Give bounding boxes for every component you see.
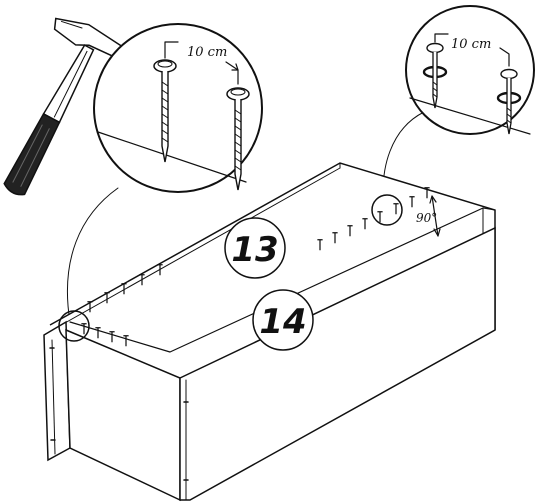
nail-icon xyxy=(122,335,130,347)
nail-icon xyxy=(108,331,116,343)
part-number-14: 14 xyxy=(259,302,306,342)
spacing-label-left: 10 cm xyxy=(187,45,227,60)
detail-circle-right: 10 cm xyxy=(405,5,535,136)
locator-circle-right xyxy=(371,194,403,226)
callout-line-left xyxy=(66,187,119,323)
part-label-14: 14 xyxy=(252,289,314,351)
locator-circle-left xyxy=(58,310,90,342)
spacing-label-right: 10 cm xyxy=(451,37,491,52)
angle-label: 90° xyxy=(416,211,437,225)
hammer-icon xyxy=(3,17,131,196)
angle-marker: 90° xyxy=(416,195,441,237)
part-number-13: 13 xyxy=(231,230,278,270)
detail-circle-left: 10 cm xyxy=(93,23,263,193)
part-label-13: 13 xyxy=(224,217,286,279)
